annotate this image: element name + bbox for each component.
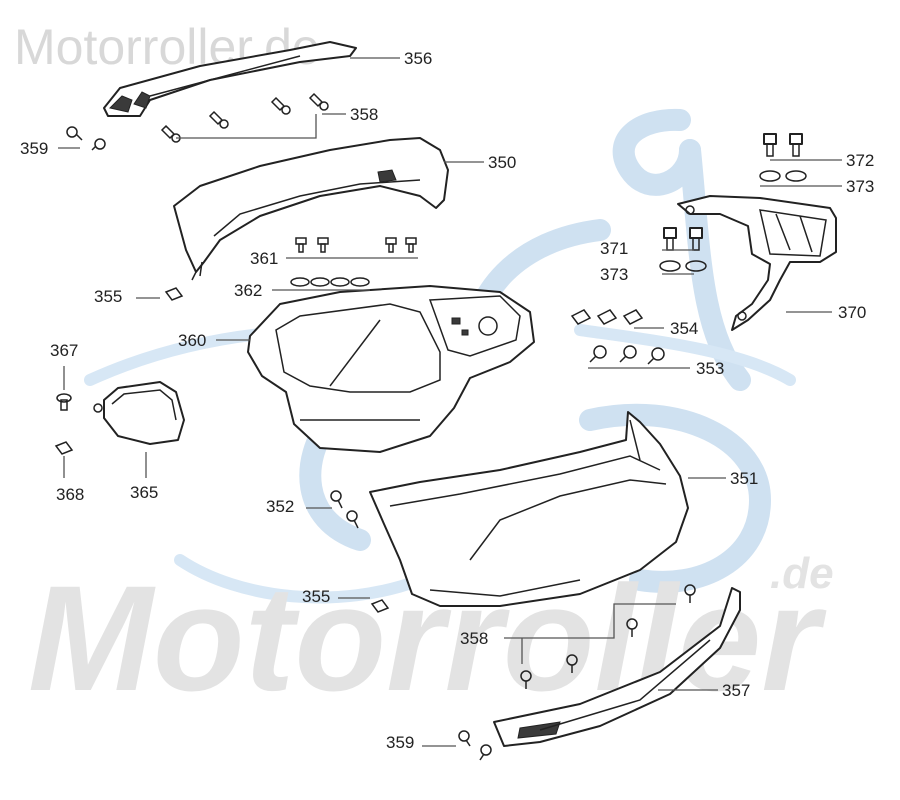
part-354-clips xyxy=(570,309,644,325)
watermark-de-suffix: .de xyxy=(770,549,834,598)
part-358-screws-top xyxy=(160,92,329,143)
callout-358-bottom: 358 xyxy=(460,629,488,648)
callout-labels: 356 358 359 350 361 355 362 360 367 368 … xyxy=(20,49,874,752)
callout-368: 368 xyxy=(56,485,84,504)
part-372-bolts xyxy=(763,133,803,157)
callout-365: 365 xyxy=(130,483,158,502)
callout-351: 351 xyxy=(730,469,758,488)
callout-359-top: 359 xyxy=(20,139,48,158)
callout-373-top: 373 xyxy=(846,177,874,196)
part-370-rear-rack xyxy=(677,195,837,331)
part-351-body-panel xyxy=(369,411,689,607)
callout-373-mid: 373 xyxy=(600,265,628,284)
part-373-washers-top xyxy=(759,170,807,182)
part-367-screw xyxy=(56,393,72,411)
part-352-screws xyxy=(330,490,359,529)
part-353-screws xyxy=(589,345,665,365)
callout-362: 362 xyxy=(234,281,262,300)
callout-356: 356 xyxy=(404,49,432,68)
callout-370: 370 xyxy=(838,303,866,322)
callout-358-top: 358 xyxy=(350,105,378,124)
callout-350: 350 xyxy=(488,153,516,172)
part-361-bolts xyxy=(295,237,417,253)
callout-372: 372 xyxy=(846,151,874,170)
part-373-washers-mid xyxy=(659,260,707,272)
part-350-rear-cover xyxy=(173,137,449,281)
part-371-bolts xyxy=(663,227,703,251)
part-357-lower-trim xyxy=(493,587,741,747)
callout-354: 354 xyxy=(670,319,698,338)
callout-353: 353 xyxy=(696,359,724,378)
part-358-screws-bottom xyxy=(520,584,696,689)
callout-360: 360 xyxy=(178,331,206,350)
part-356-rear-trim xyxy=(103,41,357,117)
part-365-lid xyxy=(93,381,185,445)
callout-361: 361 xyxy=(250,249,278,268)
leader-lines xyxy=(58,57,842,747)
callout-355-bottom: 355 xyxy=(302,587,330,606)
part-355-clip-top xyxy=(164,287,184,301)
part-355-clip-bottom xyxy=(370,599,390,613)
callout-359-bottom: 359 xyxy=(386,733,414,752)
callout-371: 371 xyxy=(600,239,628,258)
part-360-storage-box xyxy=(247,285,535,453)
part-368-clip xyxy=(54,441,74,455)
part-359-screws-bottom xyxy=(458,730,492,761)
callout-367: 367 xyxy=(50,341,78,360)
part-362-washers xyxy=(290,277,370,287)
callout-357: 357 xyxy=(722,681,750,700)
part-359-screws-top xyxy=(66,126,106,151)
callout-352: 352 xyxy=(266,497,294,516)
callout-355-top: 355 xyxy=(94,287,122,306)
